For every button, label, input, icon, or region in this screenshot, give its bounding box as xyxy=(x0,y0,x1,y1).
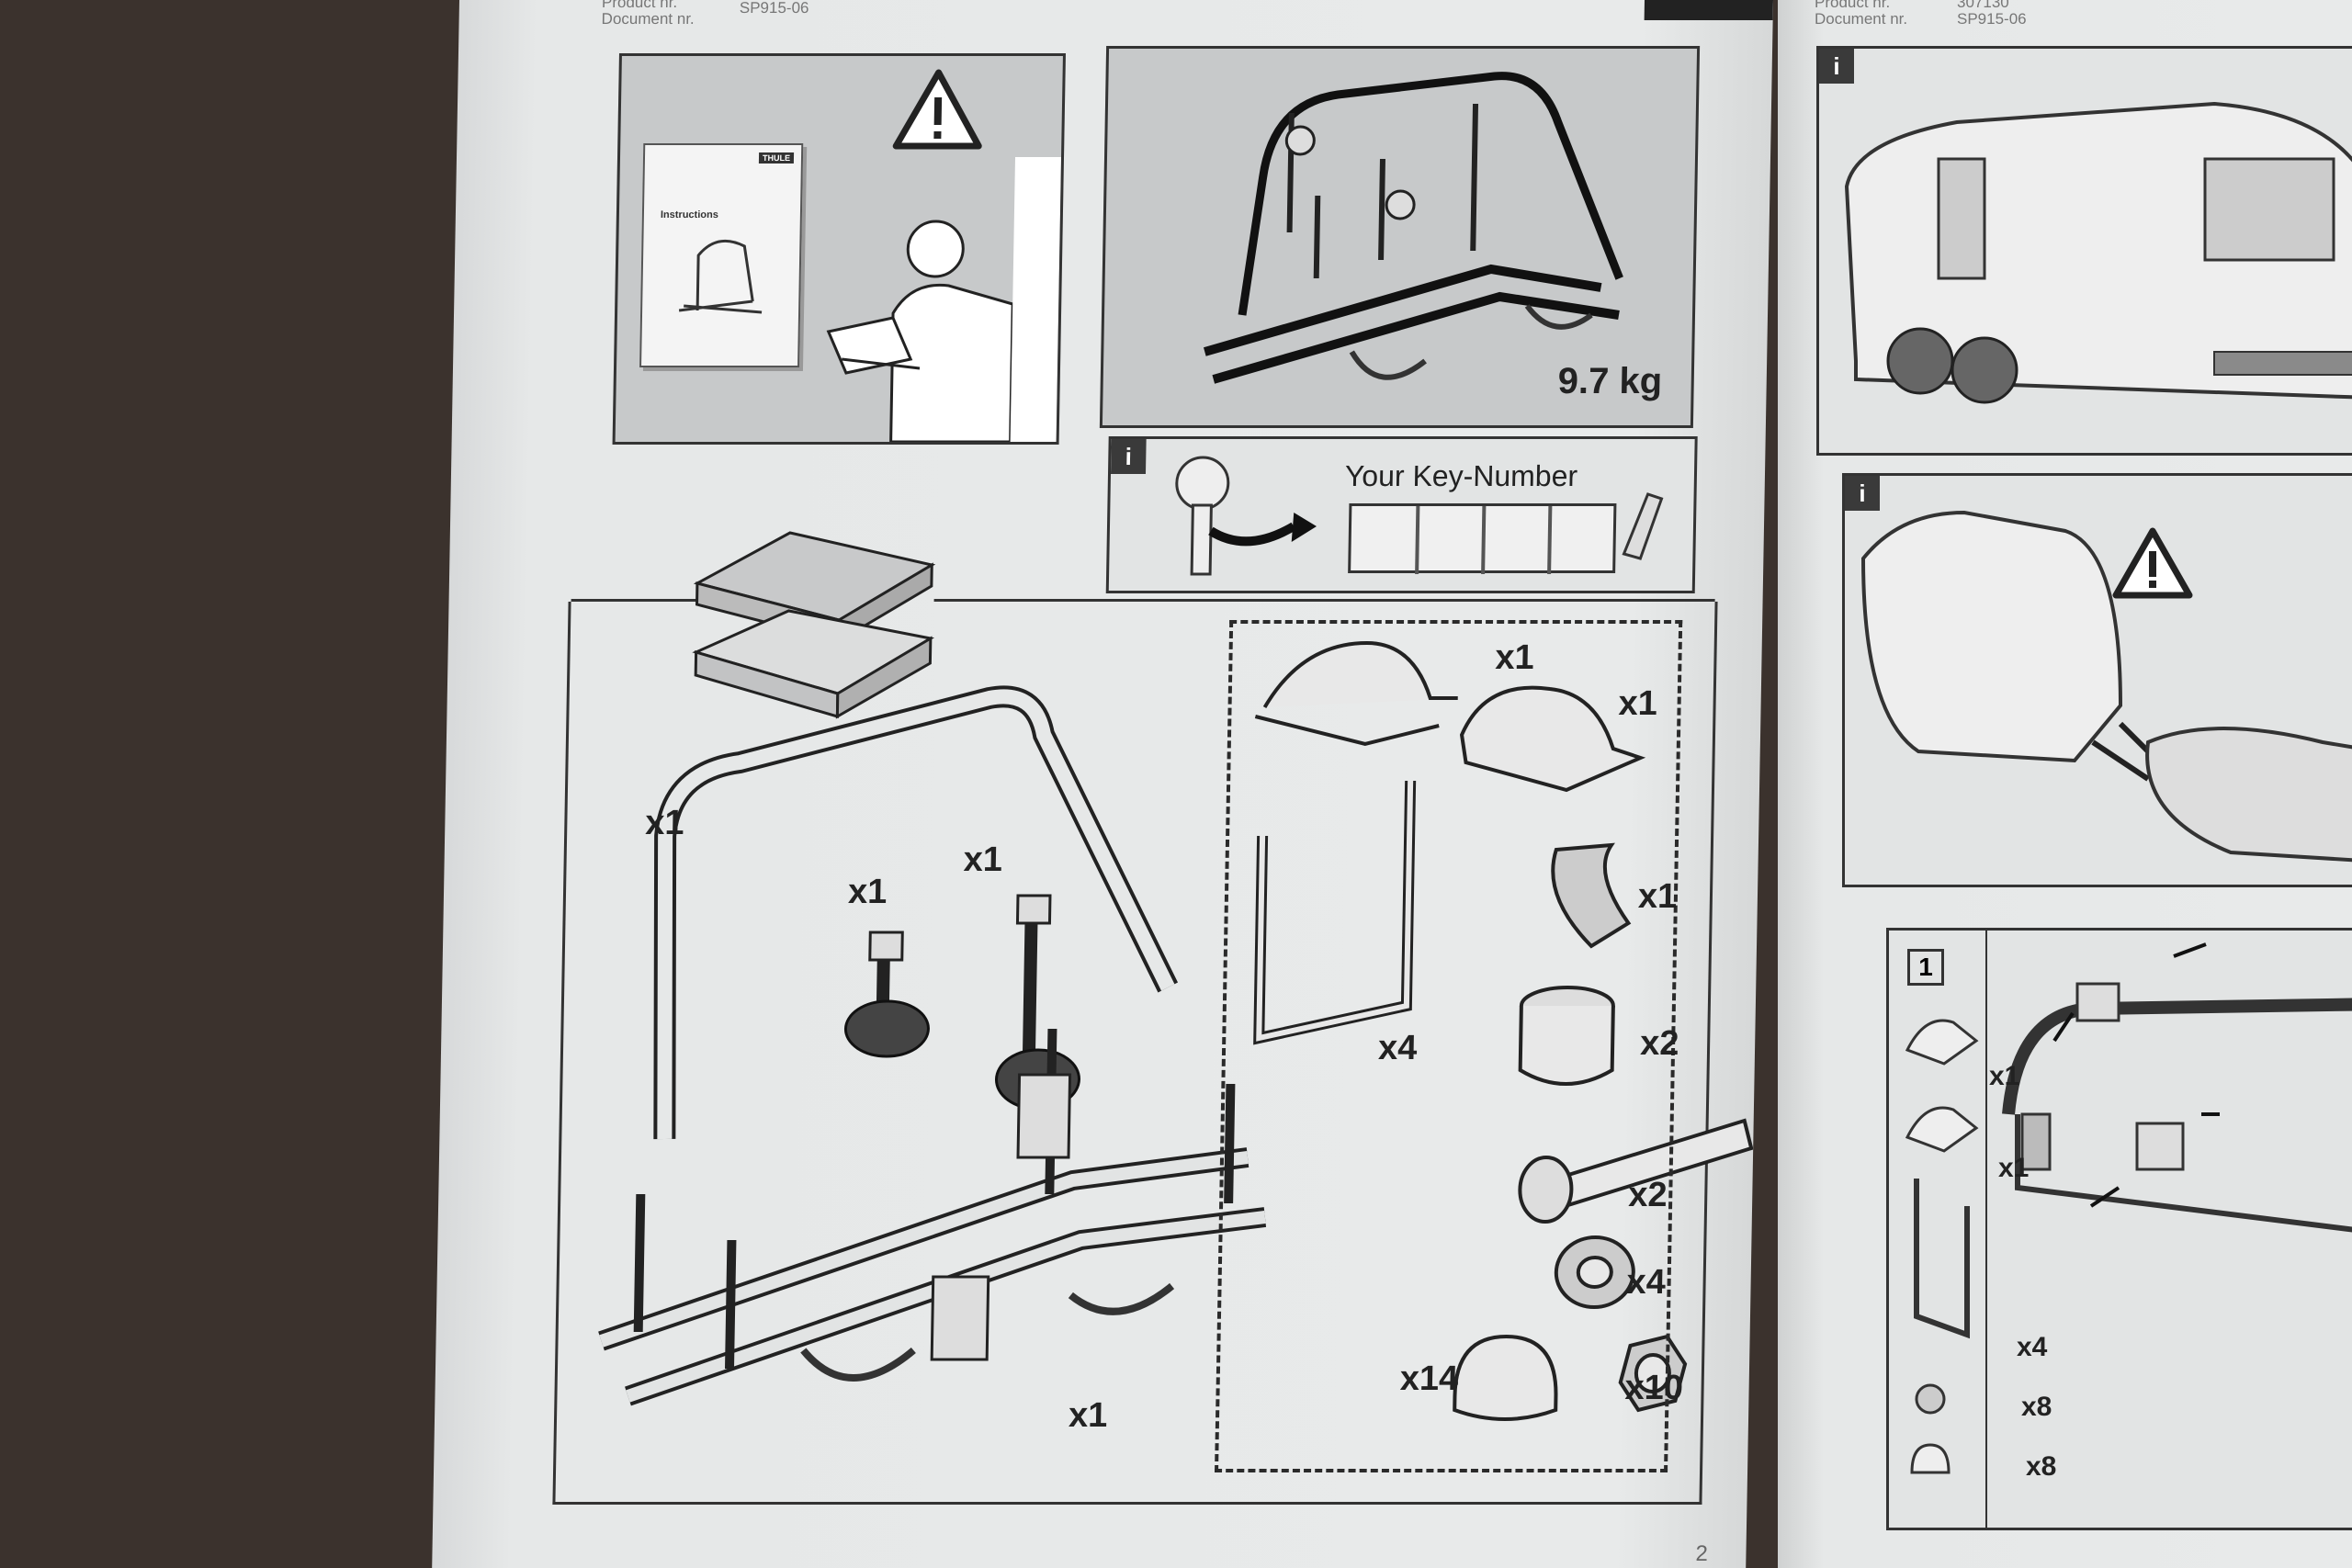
qty-spacer: x2 xyxy=(1639,1024,1679,1063)
step-qty-nut: x8 xyxy=(2021,1392,2052,1422)
read-instructions-panel: THULE Instructions xyxy=(612,53,1066,445)
page-number: 2 xyxy=(1695,1541,1709,1566)
small-parts-dashed-box xyxy=(1215,620,1683,1472)
assembled-rack-illustration xyxy=(1204,72,1623,384)
header-product-value-right: 307130 xyxy=(1957,0,2009,11)
qty-bracket-b: x1 xyxy=(1618,684,1658,723)
step-number-badge: 1 xyxy=(1907,949,1944,986)
arrow-right-icon xyxy=(1291,513,1317,542)
header-document-value-right: SP915-06 xyxy=(1957,10,2027,28)
collision-illustration xyxy=(1860,510,2352,863)
header-document-label-right: Document nr. xyxy=(1815,10,1908,28)
right-manual-page: Product nr. Document nr. 307130 SP915-06… xyxy=(1778,0,2352,1568)
pencil-icon xyxy=(1622,492,1664,560)
caravan-illustration xyxy=(1844,101,2352,404)
step-qty-ubolt: x4 xyxy=(2017,1332,2048,1362)
qty-bolt: x2 xyxy=(1627,1176,1668,1214)
qty-nut: x10 xyxy=(1624,1369,1684,1407)
reading-person-illustration xyxy=(826,69,1062,442)
qty-u-bolts: x4 xyxy=(1377,1029,1418,1067)
step-qty-cap: x8 xyxy=(2026,1451,2057,1482)
qty-frame-arch: x1 xyxy=(644,804,685,842)
left-manual-page: Product nr. Document nr. SP915-06 THULE … xyxy=(432,0,1773,1568)
header-product-label-right: Product nr. xyxy=(1815,0,1891,11)
info-badge-warning: i xyxy=(1845,476,1880,511)
info-badge-caravan: i xyxy=(1819,49,1854,84)
instruction-manual-illustration: THULE Instructions xyxy=(639,143,804,367)
assembled-rack-panel: 9.7 kg xyxy=(1099,46,1701,428)
step-one-panel: 1 xyxy=(1886,928,2352,1530)
qty-bracket-a: x1 xyxy=(1495,638,1535,677)
caravan-panel: i xyxy=(1816,46,2352,456)
qty-strap: x1 xyxy=(1637,877,1678,916)
step-qty-bracket-a: x1 xyxy=(1989,1061,2020,1091)
key-number-panel: i Your Key-Number xyxy=(1105,436,1698,593)
qty-cap: x14 xyxy=(1399,1359,1459,1398)
step-qty-bracket-b: x1 xyxy=(1998,1153,2030,1183)
step-one-illustration xyxy=(1905,942,2352,1474)
qty-washer: x4 xyxy=(1626,1263,1667,1302)
manual-rack-sketch xyxy=(678,239,763,314)
warning-collision-panel: i xyxy=(1842,473,2352,887)
parts-illustration xyxy=(598,531,1754,1421)
qty-wheel-holder-right: x1 xyxy=(963,840,1003,879)
qty-base-frame: x1 xyxy=(1068,1396,1108,1435)
key-illustration xyxy=(1175,456,1664,576)
qty-wheel-holder-left: x1 xyxy=(847,873,888,911)
